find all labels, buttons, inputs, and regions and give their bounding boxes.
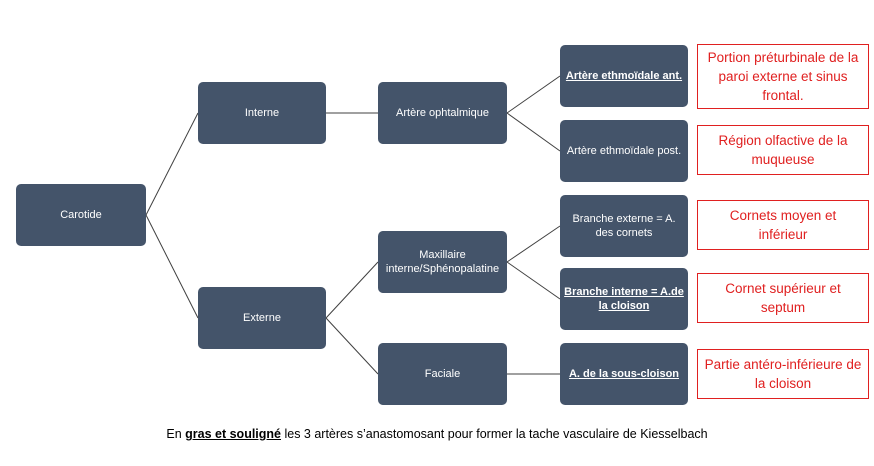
node-carotide-label: Carotide (60, 209, 102, 221)
connector-ophtalmique-ethmoidale-ant (506, 75, 561, 114)
node-ethmoidale-post: Artère ethmoïdale post. (560, 120, 688, 182)
connector-maxillaire-branche-interne (506, 261, 561, 300)
node-ophtalmique-label: Artère ophtalmique (396, 107, 489, 119)
note-ethmoidale-post: Région olfactive de la muqueuse (697, 125, 869, 175)
note-sous-cloison-text: Partie antéro-inférieure de la cloison (704, 357, 862, 391)
connector-externe-maxillaire (325, 261, 379, 319)
note-branche-interne: Cornet supérieur et septum (697, 273, 869, 323)
note-branche-externe: Cornets moyen et inférieur (697, 200, 869, 250)
note-ethmoidale-ant-text: Portion préturbinale de la paroi externe… (707, 50, 859, 103)
caption-prefix: En (166, 427, 186, 441)
node-ethmoidale-post-label: Artère ethmoïdale post. (566, 145, 682, 157)
node-branche-interne-label: Branche interne = A.de la cloison (564, 286, 684, 312)
node-branche-interne: Branche interne = A.de la cloison (560, 268, 688, 330)
node-interne-label: Interne (244, 107, 280, 119)
connector-ophtalmique-ethmoidale-post (506, 112, 561, 152)
note-branche-interne-text: Cornet supérieur et septum (725, 281, 841, 315)
connector-carotide-externe (145, 214, 199, 319)
note-ethmoidale-post-text: Région olfactive de la muqueuse (718, 133, 848, 167)
node-sous-cloison-label: A. de la sous-cloison (568, 368, 680, 380)
node-interne: Interne (198, 82, 326, 144)
connector-externe-faciale (325, 317, 379, 375)
caption-suffix: les 3 artères s’anastomosant pour former… (281, 427, 708, 441)
node-carotide: Carotide (16, 184, 146, 246)
node-ophtalmique: Artère ophtalmique (378, 82, 507, 144)
caption-emphasis: gras et souligné (185, 427, 281, 441)
node-branche-externe-label: Branche externe = A. des cornets (572, 213, 676, 239)
node-maxillaire-label: Maxillaire interne/Sphénopalatine (385, 249, 500, 275)
node-branche-externe: Branche externe = A. des cornets (560, 195, 688, 257)
node-ethmoidale-ant: Artère ethmoïdale ant. (560, 45, 688, 107)
caption: En gras et souligné les 3 artères s’anas… (0, 427, 874, 441)
connector-carotide-interne (145, 112, 199, 216)
note-branche-externe-text: Cornets moyen et inférieur (729, 208, 837, 242)
node-faciale-label: Faciale (424, 368, 461, 380)
node-faciale: Faciale (378, 343, 507, 405)
node-sous-cloison: A. de la sous-cloison (560, 343, 688, 405)
note-ethmoidale-ant: Portion préturbinale de la paroi externe… (697, 44, 869, 109)
node-ethmoidale-ant-label: Artère ethmoïdale ant. (565, 70, 683, 82)
node-externe: Externe (198, 287, 326, 349)
note-sous-cloison: Partie antéro-inférieure de la cloison (697, 349, 869, 399)
node-maxillaire: Maxillaire interne/Sphénopalatine (378, 231, 507, 293)
connector-maxillaire-branche-externe (506, 225, 561, 263)
node-externe-label: Externe (243, 312, 281, 324)
